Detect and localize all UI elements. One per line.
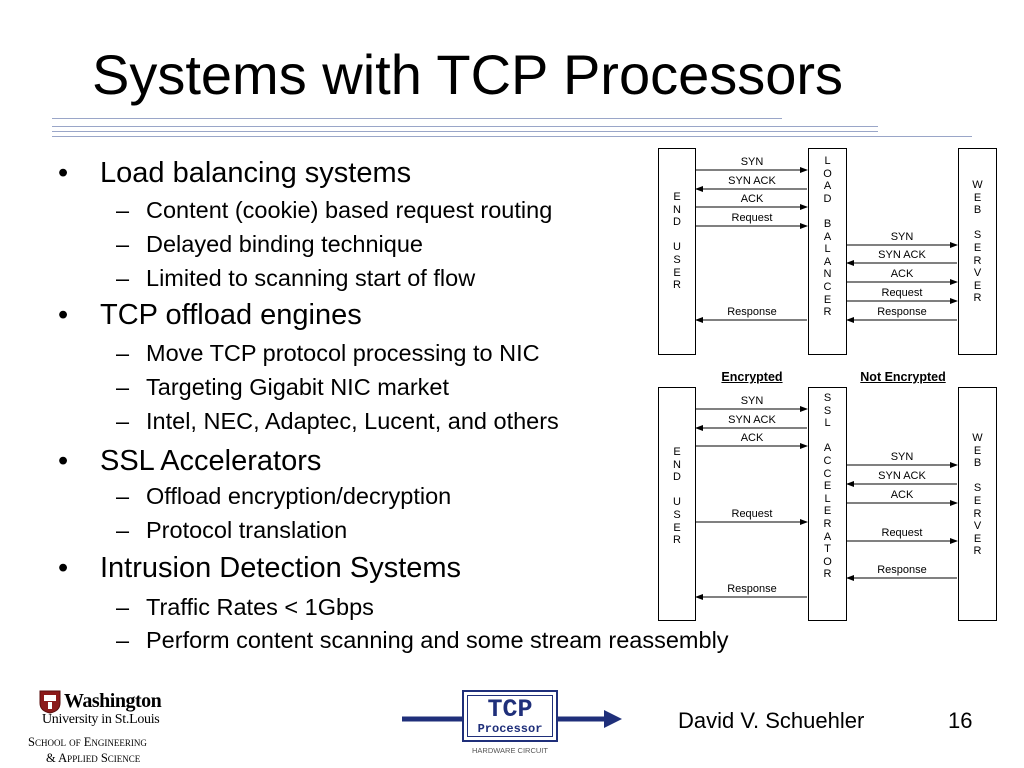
- lb-balancer-label: L O A D B A L A N C E R: [823, 155, 832, 319]
- msg-label: Request: [731, 508, 773, 520]
- title-rule-4: [52, 136, 972, 137]
- sub-bullet-dash: –: [116, 197, 130, 223]
- tcp-logo-arrow-head: [604, 710, 622, 728]
- sub-bullet-dash: –: [116, 265, 130, 291]
- ssl-end-user-label: E N D U S E R: [673, 446, 681, 547]
- school-name-line2: & Applied Science: [46, 751, 141, 765]
- msg-label: SYN: [890, 451, 914, 463]
- msg-label: ACK: [890, 268, 914, 280]
- ssl-accelerator-label: S S L A C C E L E R A T O R: [823, 392, 832, 581]
- msg-label: Response: [727, 583, 777, 595]
- ssl-web-server-box: W E B S E R V E R: [958, 387, 997, 621]
- sub-bullet-dash: –: [116, 408, 130, 434]
- ssl-end-user-box: E N D U S E R: [658, 387, 696, 621]
- sub-bullet-text: Limited to scanning start of flow: [146, 265, 476, 291]
- title-rule-3: [52, 131, 878, 132]
- bullet-dot: •: [58, 445, 69, 477]
- sub-bullet-text: Delayed binding technique: [146, 231, 423, 257]
- tcp-logo-sub-text: Processor: [477, 722, 543, 736]
- encrypted-header: Encrypted: [721, 370, 783, 384]
- msg-label: SYN ACK: [878, 249, 926, 261]
- ssl-web-server-label: W E B S E R V E R: [972, 432, 983, 558]
- sub-bullet-dash: –: [116, 627, 130, 653]
- lb-middle-box: L O A D B A L A N C E R: [808, 148, 847, 355]
- msg-label: ACK: [740, 193, 764, 205]
- sub-bullet-text: Protocol translation: [146, 517, 348, 543]
- bullet-dot: •: [58, 552, 69, 584]
- tcp-logo-main-text: TCP: [487, 695, 533, 724]
- msg-label: SYN: [740, 395, 764, 407]
- lb-web-server-box: W E B S E R V E R: [958, 148, 997, 355]
- tcp-logo-caption: HARDWARE CIRCUIT: [472, 746, 548, 755]
- school-name-line1: School of Engineering: [28, 735, 147, 749]
- sub-bullet-text: Traffic Rates < 1Gbps: [146, 594, 374, 620]
- page-number: 16: [948, 708, 973, 733]
- sub-bullet-dash: –: [116, 483, 130, 509]
- tcp-processor-logo: TCP Processor: [462, 690, 558, 742]
- sub-bullet-dash: –: [116, 594, 130, 620]
- msg-label: SYN ACK: [728, 175, 776, 187]
- university-logo-name: Washington: [64, 690, 162, 712]
- university-seal-icon: [39, 690, 61, 714]
- msg-label: SYN ACK: [878, 470, 926, 482]
- msg-label: Request: [881, 287, 923, 299]
- sub-bullet-text: Targeting Gigabit NIC market: [146, 374, 450, 400]
- bullet-text: Load balancing systems: [100, 157, 412, 189]
- bullet-dot: •: [58, 157, 69, 189]
- sub-bullet-text: Intel, NEC, Adaptec, Lucent, and others: [146, 408, 559, 434]
- bullet-text: SSL Accelerators: [100, 445, 322, 477]
- lb-web-server-label: W E B S E R V E R: [972, 179, 983, 305]
- sub-bullet-dash: –: [116, 517, 130, 543]
- not-encrypted-header: Not Encrypted: [860, 370, 946, 384]
- msg-label: Response: [877, 564, 927, 576]
- bullet-text: TCP offload engines: [100, 299, 362, 331]
- sub-bullet-text: Perform content scanning and some stream…: [146, 627, 729, 653]
- university-logo-subtitle: University in St.Louis: [42, 712, 160, 727]
- msg-label: ACK: [890, 489, 914, 501]
- msg-label: Response: [727, 306, 777, 318]
- sub-bullet-dash: –: [116, 340, 130, 366]
- title-rule-2: [52, 126, 878, 127]
- sub-bullet-text: Offload encryption/decryption: [146, 483, 452, 509]
- author-name: David V. Schuehler: [678, 708, 865, 733]
- bullet-text: Intrusion Detection Systems: [100, 552, 462, 584]
- slide-title: Systems with TCP Processors: [92, 43, 844, 106]
- sub-bullet-text: Content (cookie) based request routing: [146, 197, 553, 223]
- lb-end-user-box: E N D U S E R: [658, 148, 696, 355]
- sub-bullet-dash: –: [116, 374, 130, 400]
- sub-bullet-dash: –: [116, 231, 130, 257]
- msg-label: SYN: [890, 231, 914, 243]
- msg-label: Response: [877, 306, 927, 318]
- lb-end-user-label: E N D U S E R: [673, 191, 681, 292]
- tcp-logo-inner-frame: TCP Processor: [467, 695, 553, 737]
- msg-label: SYN: [740, 156, 764, 168]
- sub-bullet-text: Move TCP protocol processing to NIC: [146, 340, 540, 366]
- msg-label: ACK: [740, 432, 764, 444]
- ssl-middle-box: S S L A C C E L E R A T O R: [808, 387, 847, 621]
- bullet-dot: •: [58, 299, 69, 331]
- msg-label: SYN ACK: [728, 414, 776, 426]
- msg-label: Request: [881, 527, 923, 539]
- msg-label: Request: [731, 212, 773, 224]
- title-rule-1: [52, 118, 782, 119]
